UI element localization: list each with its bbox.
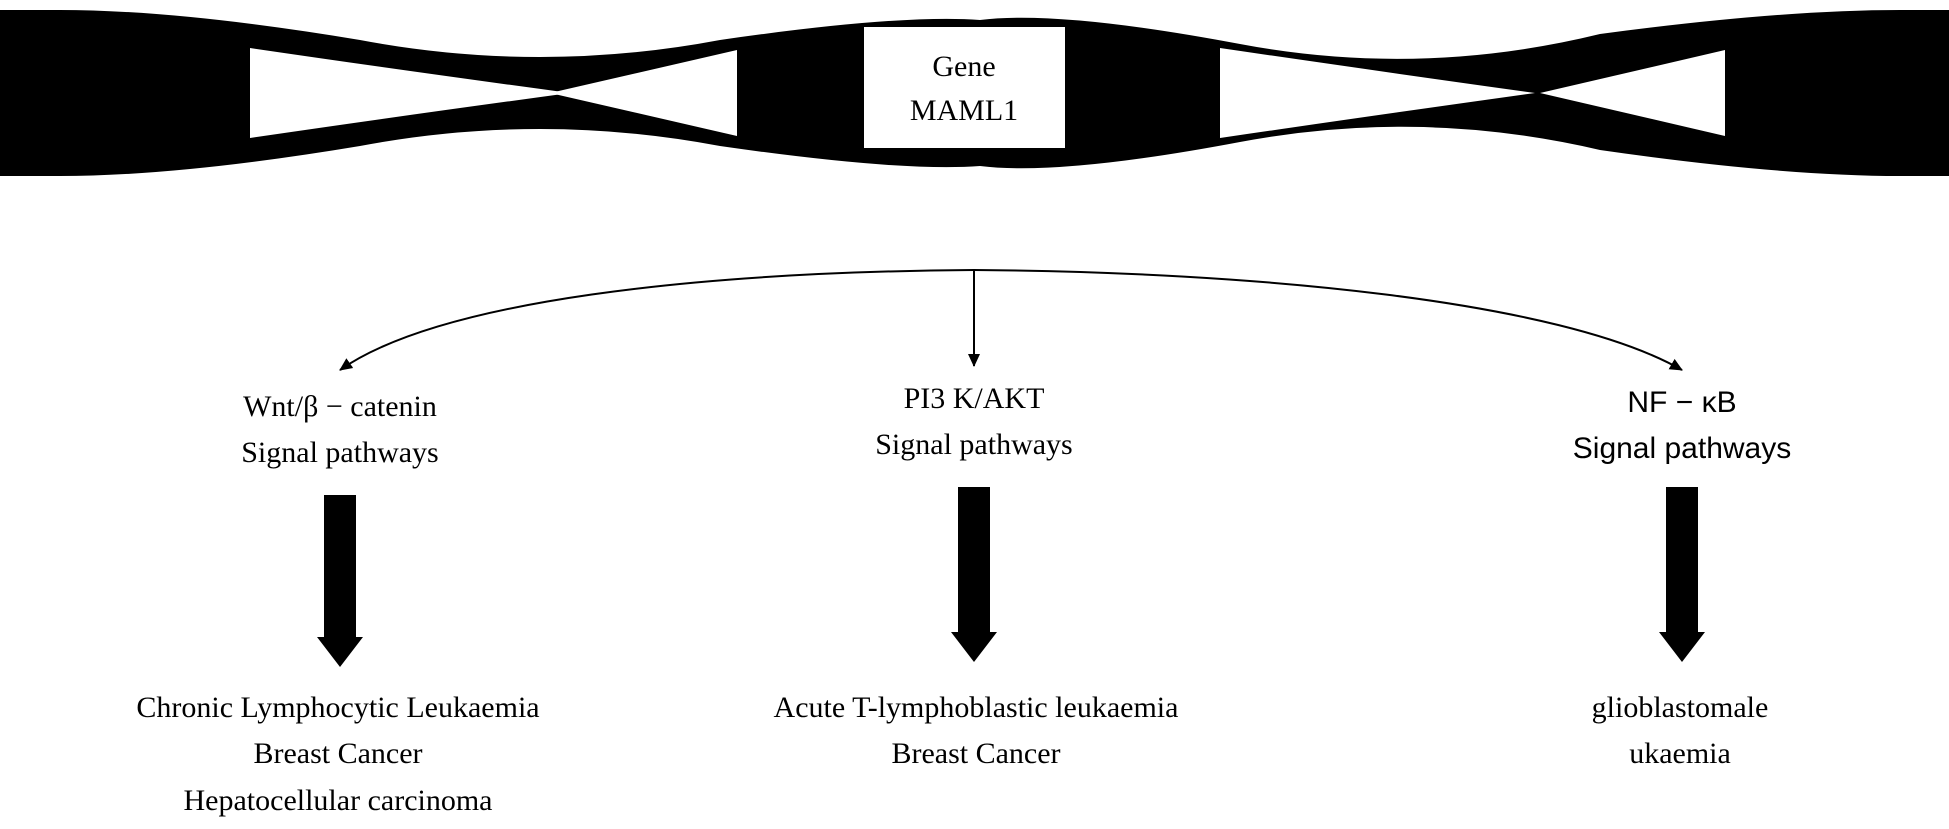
thick-arrow-down-icon bbox=[317, 495, 363, 667]
curved-arrow-left bbox=[339, 269, 975, 371]
disease-nfkb-1: glioblastomale bbox=[1592, 691, 1769, 724]
thick-arrow-down-icon bbox=[1659, 487, 1705, 662]
dna-helix-icon bbox=[0, 0, 1949, 186]
helix-opening bbox=[1220, 48, 1535, 138]
helix-opening bbox=[250, 48, 570, 138]
pathway-wnt-title-line2: Signal pathways bbox=[241, 436, 438, 469]
disease-wnt-1: Chronic Lymphocytic Leukaemia bbox=[136, 691, 539, 724]
helix-bottom-gap bbox=[0, 126, 1949, 186]
disease-pi3k-1: Acute T-lymphoblastic leukaemia bbox=[774, 691, 1179, 724]
branch-connectors bbox=[339, 269, 1683, 371]
disease-wnt-3: Hepatocellular carcinoma bbox=[184, 784, 493, 817]
thick-arrow-down-icon bbox=[951, 487, 997, 662]
pathway-wnt-title-line1: Wnt/β − catenin bbox=[243, 390, 437, 423]
helix-opening bbox=[550, 50, 737, 136]
helix-opening bbox=[1540, 50, 1725, 136]
pathway-nfkb-title-line1: NF − κB bbox=[1627, 386, 1736, 419]
pathway-nfkb-title-line2: Signal pathways bbox=[1573, 432, 1791, 465]
curved-arrow-right bbox=[973, 269, 1683, 371]
disease-wnt-2: Breast Cancer bbox=[253, 737, 422, 770]
helix-top-gap bbox=[0, 0, 1949, 59]
gene-box bbox=[864, 27, 1065, 148]
pathway-pi3k-title-line1: PI3 K/AKT bbox=[904, 382, 1045, 415]
pathway-pi3k-title-line2: Signal pathways bbox=[875, 428, 1072, 461]
disease-pi3k-2: Breast Cancer bbox=[891, 737, 1060, 770]
disease-nfkb-2: ukaemia bbox=[1629, 737, 1731, 770]
gene-label-line1: Gene bbox=[932, 50, 995, 83]
gene-label-line2: MAML1 bbox=[910, 94, 1018, 127]
